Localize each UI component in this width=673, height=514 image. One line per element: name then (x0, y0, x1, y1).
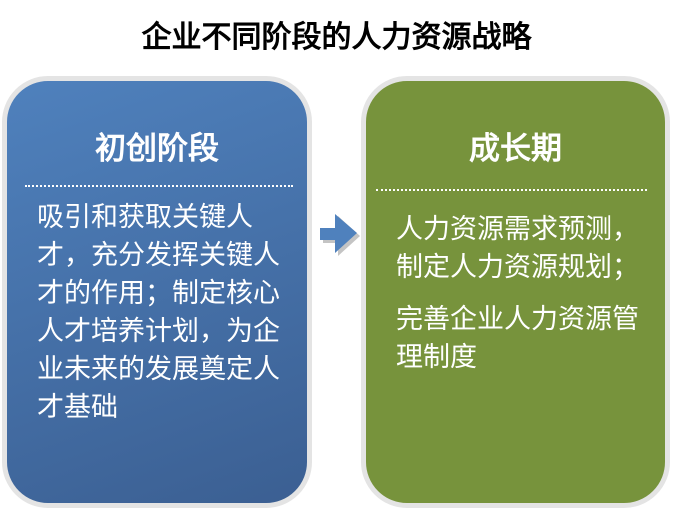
arrow-right-icon (320, 214, 360, 256)
stage-title: 初创阶段 (95, 131, 219, 167)
stage-body: 人力资源需求预测，制定人力资源规划； 完善企业人力资源管理制度 (396, 211, 645, 391)
stage-body: 吸引和获取关键人才，充分发挥关键人才的作用；制定核心人才培养计划，为企业未来的发… (37, 199, 287, 441)
divider (376, 189, 647, 191)
stage-text: 吸引和获取关键人才，充分发挥关键人才的作用；制定核心人才培养计划，为企业未来的发… (37, 202, 280, 423)
page-title: 企业不同阶段的人力资源战略 (141, 20, 532, 55)
stage-text: 完善企业人力资源管理制度 (396, 304, 639, 373)
stage-card-startup: 初创阶段 吸引和获取关键人才，充分发挥关键人才的作用；制定核心人才培养计划，为企… (2, 76, 312, 508)
divider (25, 185, 293, 187)
stage-card-growth: 成长期 人力资源需求预测，制定人力资源规划； 完善企业人力资源管理制度 (361, 76, 670, 508)
stage-title: 成长期 (469, 131, 562, 167)
stage-text: 人力资源需求预测，制定人力资源规划； (396, 214, 639, 283)
